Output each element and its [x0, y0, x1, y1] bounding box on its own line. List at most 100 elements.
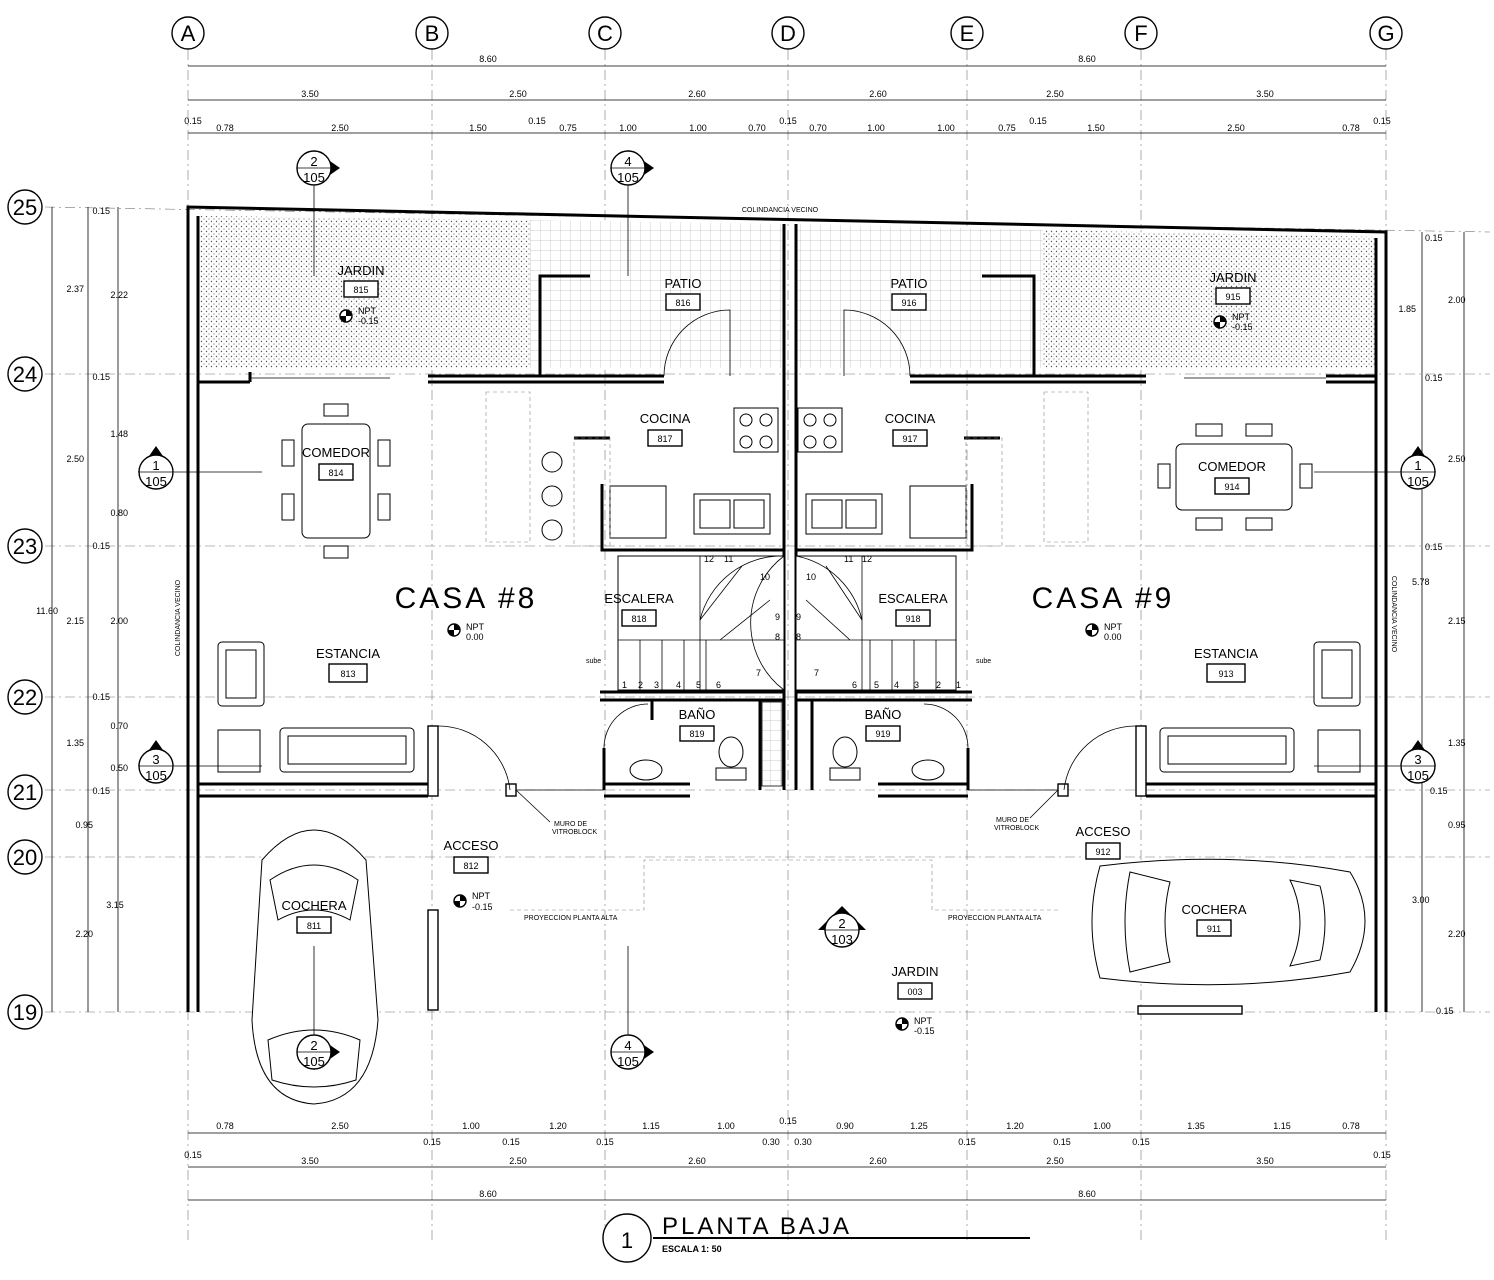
section-marker-left-3: 3 105 [138, 740, 262, 784]
dim-bot-d13: 0.78 [1342, 1121, 1360, 1131]
stair-num-1: 1 [622, 680, 627, 690]
marker-c-top: 2 [838, 916, 845, 931]
stairs-right: 1 2 3 4 5 6 7 8 9 10 11 12 [795, 554, 961, 691]
dim-bot-m3: 2.60 [688, 1156, 706, 1166]
dim-top-d12: 1.00 [937, 123, 955, 133]
dim-bot-d3: 1.20 [549, 1121, 567, 1131]
stair-num-8: 8 [775, 632, 780, 642]
dim-top-d10: 0.70 [809, 123, 827, 133]
grid-row-19: 19 [13, 1000, 37, 1025]
dim-bot-s5: 0.15 [958, 1137, 976, 1147]
room-escalera-l: ESCALERA [604, 591, 674, 606]
marker-l1-bottom: 105 [145, 474, 167, 489]
marker-r3-bottom: 105 [1407, 768, 1429, 783]
room-escalera-l-code: 818 [631, 614, 646, 624]
dim-left-i5: 0.15 [92, 541, 110, 551]
kitchen-left [541, 407, 779, 547]
bottom-dimensions: 0.78 2.50 1.00 1.20 1.15 1.00 0.15 0.90 … [184, 1116, 1391, 1201]
marker-l3-bottom: 105 [145, 768, 167, 783]
right-dimensions: 0.15 1.85 0.15 0.15 0.15 0.95 0.15 2.00 … [1398, 232, 1466, 1016]
dim-left-i0: 0.15 [92, 206, 110, 216]
npt-jardin-r-label: NPT [1232, 312, 1251, 322]
dim-left-i8: 0.70 [110, 721, 128, 731]
sube-left-label: sube [586, 658, 601, 665]
dim-top-total-r: 8.60 [1078, 54, 1096, 64]
dim-right-o6: 2.20 [1448, 929, 1466, 939]
drawing-scale: ESCALA 1: 50 [662, 1244, 722, 1254]
title-block: 1 PLANTA BAJA ESCALA 1: 50 [602, 1213, 1030, 1263]
marker-r3-top: 3 [1414, 752, 1421, 767]
sube-right-label: sube [976, 658, 991, 665]
dim-top-mid-2: 2.60 [688, 89, 706, 99]
dim-bot-s3: 0.30 [762, 1137, 780, 1147]
grid-col-c: C [597, 21, 613, 46]
room-comedor-r-code: 914 [1224, 482, 1239, 492]
left-dimensions: 2.37 2.50 11.60 2.15 1.35 3.15 0.15 2.22… [36, 206, 128, 1012]
grid-row-25: 25 [13, 195, 37, 220]
proyeccion-left-label: PROYECCION PLANTA ALTA [524, 915, 618, 922]
dining-table-right [1157, 423, 1313, 531]
dim-top-mid-1: 2.50 [509, 89, 527, 99]
stair-r-num-3: 3 [914, 680, 919, 690]
colindancia-top-label: COLINDANCIA VECINO [742, 207, 819, 214]
muro-left-line1: MURO DE [554, 821, 587, 828]
colindancia-left-label: COLINDANCIA VECINO [175, 579, 182, 656]
room-cocina-r: COCINA [885, 411, 936, 426]
doors [437, 309, 1137, 791]
marker-c-bottom: 103 [831, 932, 853, 947]
dim-left-o4: 1.35 [66, 738, 84, 748]
dim-right-o1: 2.50 [1448, 454, 1466, 464]
dim-left-o0: 2.37 [66, 284, 84, 294]
room-cochera-r-code: 911 [1207, 924, 1221, 934]
dim-bot-d6: 0.15 [779, 1116, 797, 1126]
stair-num-11: 11 [724, 554, 733, 564]
room-jardin-l: JARDIN [338, 263, 385, 278]
room-labels: JARDIN 815 PATIO 816 PATIO 916 JARDIN 91… [281, 263, 1266, 1000]
dim-left-i10: 0.15 [92, 786, 110, 796]
room-estancia-r-code: 913 [1218, 669, 1233, 679]
dim-right-i6: 0.15 [1436, 1006, 1454, 1016]
living-furniture [217, 641, 1361, 773]
room-acceso-l: ACCESO [444, 838, 499, 853]
colindancia-right-label: COLINDANCIA VECINO [1390, 576, 1397, 653]
npt-jardin-c-value: -0.15 [914, 1026, 935, 1036]
room-cochera-r: COCHERA [1181, 902, 1246, 917]
stair-r-num-5: 5 [874, 680, 879, 690]
stair-r-num-8: 8 [796, 632, 801, 642]
bathroom-fixtures [629, 701, 945, 787]
stair-r-num-4: 4 [894, 680, 899, 690]
casa-9-heading: CASA #9 [1032, 582, 1175, 615]
dim-left-i1: 2.22 [110, 290, 128, 300]
section-marker-center-2-103: 2 103 [818, 906, 866, 948]
npt-acceso-label: NPT [472, 891, 491, 901]
dim-top-d9: 0.15 [779, 116, 797, 126]
room-cochera-l: COCHERA [281, 898, 346, 913]
dim-right-o5: 3.00 [1412, 895, 1430, 905]
dim-top-total-l: 8.60 [479, 54, 497, 64]
marker-l1-top: 1 [152, 458, 159, 473]
dim-left-o1: 2.50 [66, 454, 84, 464]
grid-col-g: G [1377, 21, 1394, 46]
dim-right-i1: 1.85 [1398, 304, 1416, 314]
stair-num-6: 6 [716, 680, 721, 690]
dim-top-d18: 0.15 [1373, 116, 1391, 126]
dim-top-d6: 1.00 [619, 123, 637, 133]
walls [186, 205, 1388, 1015]
muro-right-line1: MURO DE [996, 817, 1029, 824]
npt-casa9-value: 0.00 [1104, 632, 1122, 642]
dim-right-o4: 1.35 [1448, 738, 1466, 748]
grid-row-21: 21 [13, 780, 37, 805]
dining-table-left [281, 403, 391, 559]
dim-top-d13: 0.75 [998, 123, 1016, 133]
dim-bot-m6: 3.50 [1256, 1156, 1274, 1166]
dim-bot-d2: 1.00 [462, 1121, 480, 1131]
dim-top-d5: 0.75 [559, 123, 577, 133]
stair-num-7: 7 [756, 668, 761, 678]
dim-bot-total-r: 8.60 [1078, 1189, 1096, 1199]
room-acceso-l-code: 812 [463, 861, 478, 871]
marker-r1-bottom: 105 [1407, 474, 1429, 489]
marker-bc-top: 4 [624, 1038, 631, 1053]
dim-left-o3: 2.15 [66, 616, 84, 626]
grid-row-24: 24 [13, 362, 37, 387]
dim-bot-m0: 0.15 [184, 1150, 202, 1160]
